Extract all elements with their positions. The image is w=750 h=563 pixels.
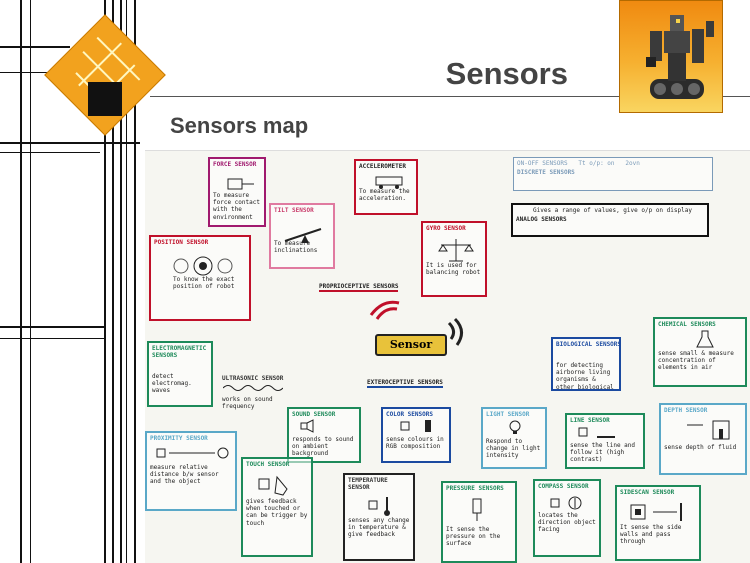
frame-line bbox=[30, 0, 31, 563]
sensors-map-photo: ON-OFF SENSORS Tt o/p: on 2ovn DISCRETE … bbox=[145, 150, 750, 563]
ultrasonic-wave-icon bbox=[223, 385, 283, 391]
frame-line bbox=[0, 142, 140, 144]
legend-discrete-label: DISCRETE SENSORS bbox=[517, 169, 575, 177]
sensor-card-electromagnetic: ELECTROMAGNETIC SENSORS detect electroma… bbox=[147, 341, 213, 407]
frame-line bbox=[126, 0, 127, 563]
circuit-chip-graphic bbox=[44, 14, 166, 136]
sensor-card-sidescan: SIDESCAN SENSOR It sense the side walls … bbox=[615, 485, 701, 561]
frame-line bbox=[104, 0, 106, 563]
exteroceptive-label: EXTEROCEPTIVE SENSORS bbox=[367, 379, 443, 388]
line-sensor-icon bbox=[578, 427, 615, 438]
center-sensor-label: Sensor bbox=[375, 334, 447, 356]
legend-analog: Gives a range of values, give o/p on dis… bbox=[511, 203, 709, 237]
frame-line bbox=[0, 326, 104, 328]
sensor-card-temperature: TEMPERATURE SENSOR senses any change in … bbox=[343, 473, 415, 561]
depth-tank-icon bbox=[687, 420, 730, 440]
sensor-card-compass: COMPASS SENSOR locates the direction obj… bbox=[533, 479, 601, 557]
signal-waves-icon bbox=[369, 300, 463, 346]
sensor-card-light: LIGHT SENSOR Respond to change in light … bbox=[481, 407, 547, 469]
thermometer-icon bbox=[368, 497, 390, 516]
sensor-card-ultrasonic: ULTRASONIC SENSOR works on sound frequen… bbox=[222, 375, 284, 411]
chip-core bbox=[88, 82, 122, 116]
sensor-card-position: POSITION SENSOR To know the exact positi… bbox=[149, 235, 251, 321]
sensor-card-pressure: PRESSURE SENSORS It sense the pressure o… bbox=[441, 481, 517, 563]
touch-hand-icon bbox=[258, 475, 288, 496]
title-divider bbox=[150, 96, 750, 97]
sensor-card-depth: DEPTH SENSOR sense depth of fluid bbox=[659, 403, 747, 475]
frame-line bbox=[134, 0, 136, 563]
proximity-icon bbox=[156, 447, 229, 459]
sensor-card-color: COLOR SENSORS sense colours in RGB compo… bbox=[381, 407, 451, 463]
frame-line bbox=[112, 0, 114, 563]
sensor-card-proximity: PROXIMITY SENSOR measure relative distan… bbox=[145, 431, 237, 511]
pressure-icon bbox=[472, 498, 482, 521]
compass-icon bbox=[550, 496, 582, 510]
sensor-card-chemical: CHEMICAL SENSORS sense small & measure c… bbox=[653, 317, 747, 387]
frame-line bbox=[0, 46, 70, 48]
force-sensor-icon bbox=[227, 178, 254, 190]
frame-line bbox=[0, 152, 100, 153]
position-signal-icon bbox=[173, 256, 233, 276]
tilt-sensor-icon bbox=[284, 228, 322, 243]
frame-line bbox=[120, 0, 122, 563]
lightbulb-icon bbox=[509, 420, 521, 434]
sidescan-icon bbox=[630, 503, 682, 521]
proprioceptive-label: PROPRIOCEPTIVE SENSORS bbox=[319, 283, 399, 292]
frame-line bbox=[0, 338, 104, 339]
sensor-card-tilt: TILT SENSOR To measure inclinations bbox=[269, 203, 335, 269]
speaker-icon bbox=[300, 419, 314, 433]
sensor-card-touch: TOUCH SENSOR gives feedback when touched… bbox=[241, 457, 313, 557]
robot-image bbox=[619, 0, 723, 113]
color-sensor-icon bbox=[400, 420, 431, 432]
slide-title: Sensors bbox=[445, 56, 568, 91]
frame-line bbox=[0, 72, 60, 73]
sensor-card-sound: SOUND SENSOR responds to sound on ambien… bbox=[287, 407, 361, 463]
sensor-card-force: FORCE SENSOR To measure force contact wi… bbox=[208, 157, 266, 227]
frame-line bbox=[20, 0, 22, 563]
sensor-card-line: LINE SENSOR sense the line and follow it… bbox=[565, 413, 645, 469]
chemical-flask-icon bbox=[696, 330, 714, 348]
sensor-card-biological: BIOLOGICAL SENSORS for detecting airborn… bbox=[551, 337, 621, 391]
sensor-card-accelerometer: ACCELEROMETER To measure the acceleratio… bbox=[354, 159, 418, 215]
gyro-scale-icon bbox=[438, 239, 474, 262]
legend-analog-label: ANALOG SENSORS bbox=[516, 216, 567, 224]
legend-discrete: ON-OFF SENSORS Tt o/p: on 2ovn DISCRETE … bbox=[513, 157, 713, 191]
accelerometer-icon bbox=[375, 176, 403, 189]
slide-subtitle: Sensors map bbox=[170, 113, 309, 138]
legend-analog-desc: Gives a range of values, give o/p on dis… bbox=[533, 207, 692, 214]
sensor-card-gyro: GYRO SENSOR It is used for balancing rob… bbox=[421, 221, 487, 297]
